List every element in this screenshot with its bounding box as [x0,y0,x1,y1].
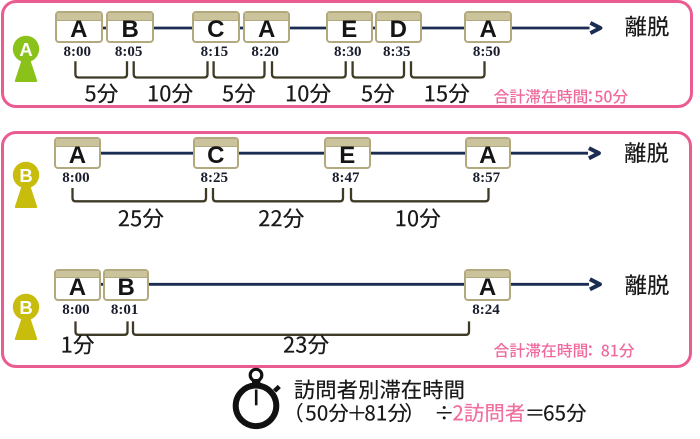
svg-text:A: A [19,39,32,60]
svg-text:B: B [20,297,33,318]
svg-text:B: B [19,165,32,186]
